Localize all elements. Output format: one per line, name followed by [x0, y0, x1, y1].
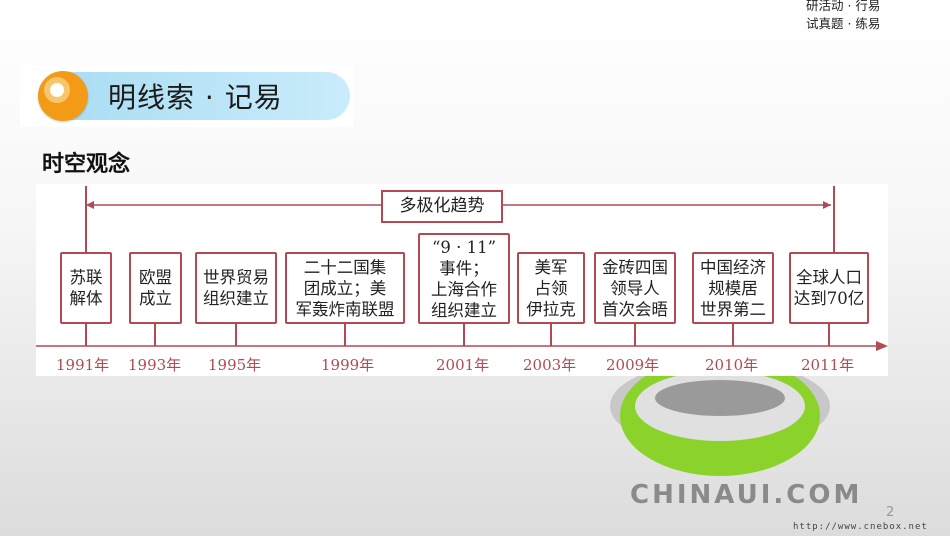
year-label: 2001年 [436, 356, 490, 374]
event-text-line: 军轰炸南联盟 [295, 299, 395, 319]
year-label: 2010年 [705, 356, 759, 374]
timeline-diagram: 多极化趋势 苏联解体 1991年 欧盟成立 1993年 世界贸易组织建立 1995年 二十二… [36, 184, 888, 376]
event-box: “9 · 11”事件；上海合作组织建立 [418, 233, 510, 324]
event-text-line: 上海合作 [431, 279, 497, 299]
event-box: 世界贸易组织建立 [195, 252, 277, 324]
banner-pill [42, 72, 350, 120]
event-text-line: 团成立；美 [303, 278, 387, 298]
nav-link-2[interactable]: 试真题 · 练易 [806, 16, 881, 31]
event-box: 中国经济规模居世界第二 [692, 252, 774, 324]
event-text-line: 成立 [139, 289, 172, 308]
event-text-line: 美军 [534, 257, 568, 277]
event-text-line: 组织建立 [203, 289, 269, 308]
event-text-line: 中国经济 [700, 257, 766, 277]
event-text-line: 领导人 [610, 278, 660, 298]
event-box: 全球人口达到70亿 [789, 252, 869, 324]
event-box: 欧盟成立 [129, 252, 182, 324]
year-label: 1995年 [208, 356, 262, 374]
brand-logo: CHINAUI.COM [630, 480, 863, 510]
year-label: 2011年 [801, 356, 855, 374]
event-text-line: 占领 [534, 278, 568, 298]
url-watermark: http://www.cnebox.net [793, 522, 928, 532]
event-text-line: 世界贸易 [203, 268, 269, 287]
event-text-line: 达到70亿 [793, 289, 865, 308]
timeline-lines [36, 186, 888, 351]
event-text-line: “9 · 11” [431, 237, 497, 257]
year-label: 2003年 [523, 356, 577, 374]
nav-links: 研活动 · 行易 试真题 · 练易 [806, 0, 916, 34]
event-box: 二十二国集团成立；美军轰炸南联盟 [285, 252, 405, 324]
event-box: 美军占领伊拉克 [517, 252, 585, 324]
section-title: 时空观念 [42, 152, 131, 177]
year-label: 2009年 [606, 356, 660, 374]
event-text-line: 金砖四国 [602, 257, 668, 277]
event-text-line: 全球人口 [796, 268, 862, 287]
event-text-line: 事件； [439, 258, 489, 278]
year-label: 1999年 [321, 356, 375, 374]
ring-icon [38, 71, 88, 121]
banner-title: 明线索 · 记易 [108, 81, 283, 114]
event-box: 苏联解体 [60, 252, 112, 324]
event-text-line: 组织建立 [431, 300, 497, 320]
event-text-line: 首次会晤 [602, 299, 668, 319]
section-banner: 明线索 · 记易 [20, 65, 353, 127]
year-label: 1991年 [56, 356, 110, 374]
year-label: 1993年 [128, 356, 182, 374]
event-text-line: 苏联 [69, 268, 103, 287]
event-text-line: 规模居 [708, 278, 758, 298]
event-text-line: 伊拉克 [526, 299, 576, 319]
event-text-line: 欧盟 [139, 268, 172, 287]
trend-label: 多极化趋势 [381, 190, 503, 223]
event-text-line: 解体 [69, 289, 103, 308]
event-box: 金砖四国领导人首次会晤 [594, 252, 676, 324]
decorative-bowl [610, 376, 830, 476]
event-text-line: 二十二国集 [303, 257, 387, 277]
nav-link-1[interactable]: 研活动 · 行易 [806, 0, 881, 13]
event-text-line: 世界第二 [700, 299, 766, 319]
page-number: 2 [886, 505, 895, 520]
